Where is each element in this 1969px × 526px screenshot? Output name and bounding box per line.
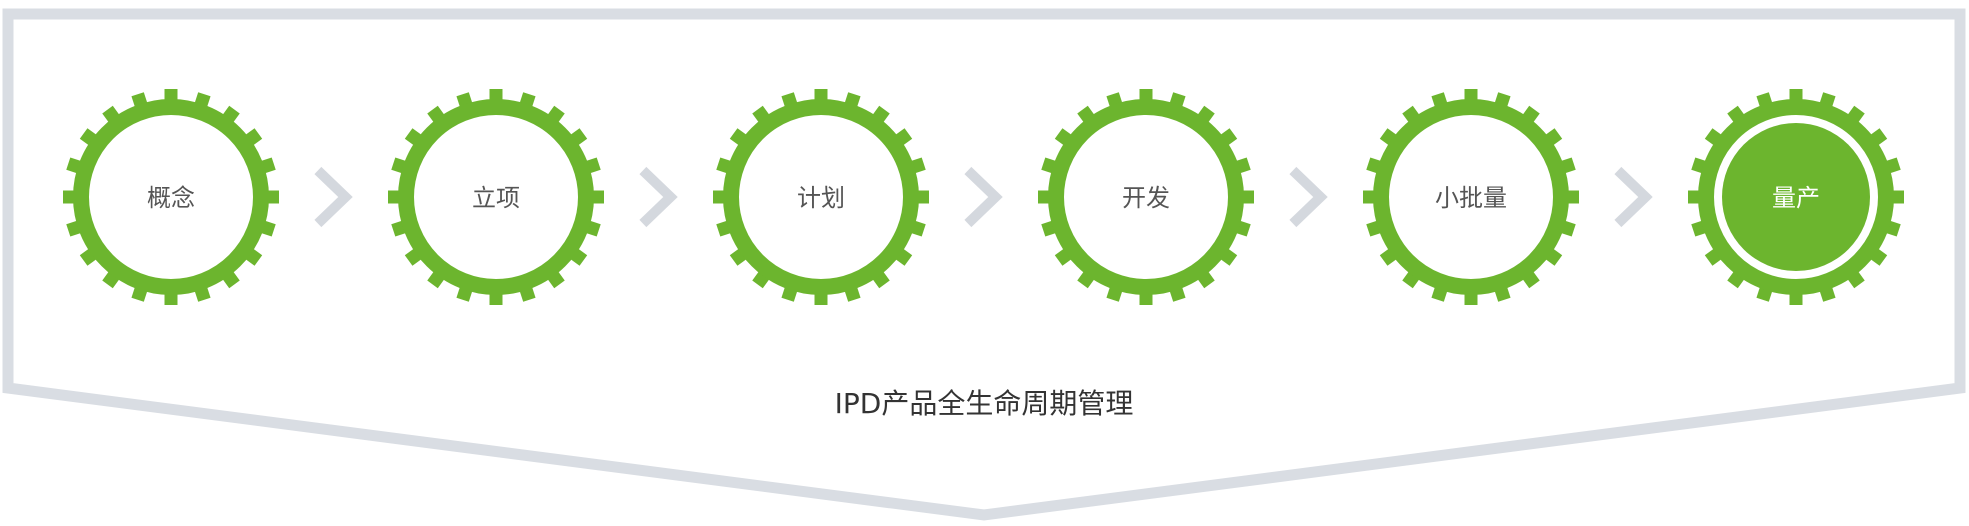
gear-icon xyxy=(63,89,279,305)
gear-icon xyxy=(1688,89,1904,305)
gear-icon xyxy=(388,89,604,305)
diagram-title: IPD产品全生命周期管理 xyxy=(835,387,1134,420)
chevron-right-icon xyxy=(1614,166,1653,228)
stage-label: 立项 xyxy=(472,184,520,212)
stage-6: 量产 xyxy=(1688,89,1904,305)
stage-separators xyxy=(314,166,1653,228)
stage-2: 立项 xyxy=(388,89,604,305)
chevron-right-icon xyxy=(1289,166,1328,228)
stage-4: 开发 xyxy=(1038,89,1254,305)
stage-5: 小批量 xyxy=(1363,89,1579,305)
stage-3: 计划 xyxy=(713,89,929,305)
stage-1: 概念 xyxy=(63,89,279,305)
gear-icon xyxy=(1363,89,1579,305)
pentagon-frame xyxy=(2,8,1966,521)
stage-label: 概念 xyxy=(147,184,195,212)
chevron-right-icon xyxy=(314,166,353,228)
stage-label: 量产 xyxy=(1772,184,1820,212)
chevron-right-icon xyxy=(639,166,678,228)
chevron-right-icon xyxy=(964,166,1003,228)
stage-gears: 概念 立项 计划 开发 小批量 量产 xyxy=(63,89,1904,305)
stage-label: 小批量 xyxy=(1435,184,1507,212)
gear-icon xyxy=(713,89,929,305)
gear-icon xyxy=(1038,89,1254,305)
stage-label: 计划 xyxy=(797,184,845,212)
stage-label: 开发 xyxy=(1122,184,1170,212)
